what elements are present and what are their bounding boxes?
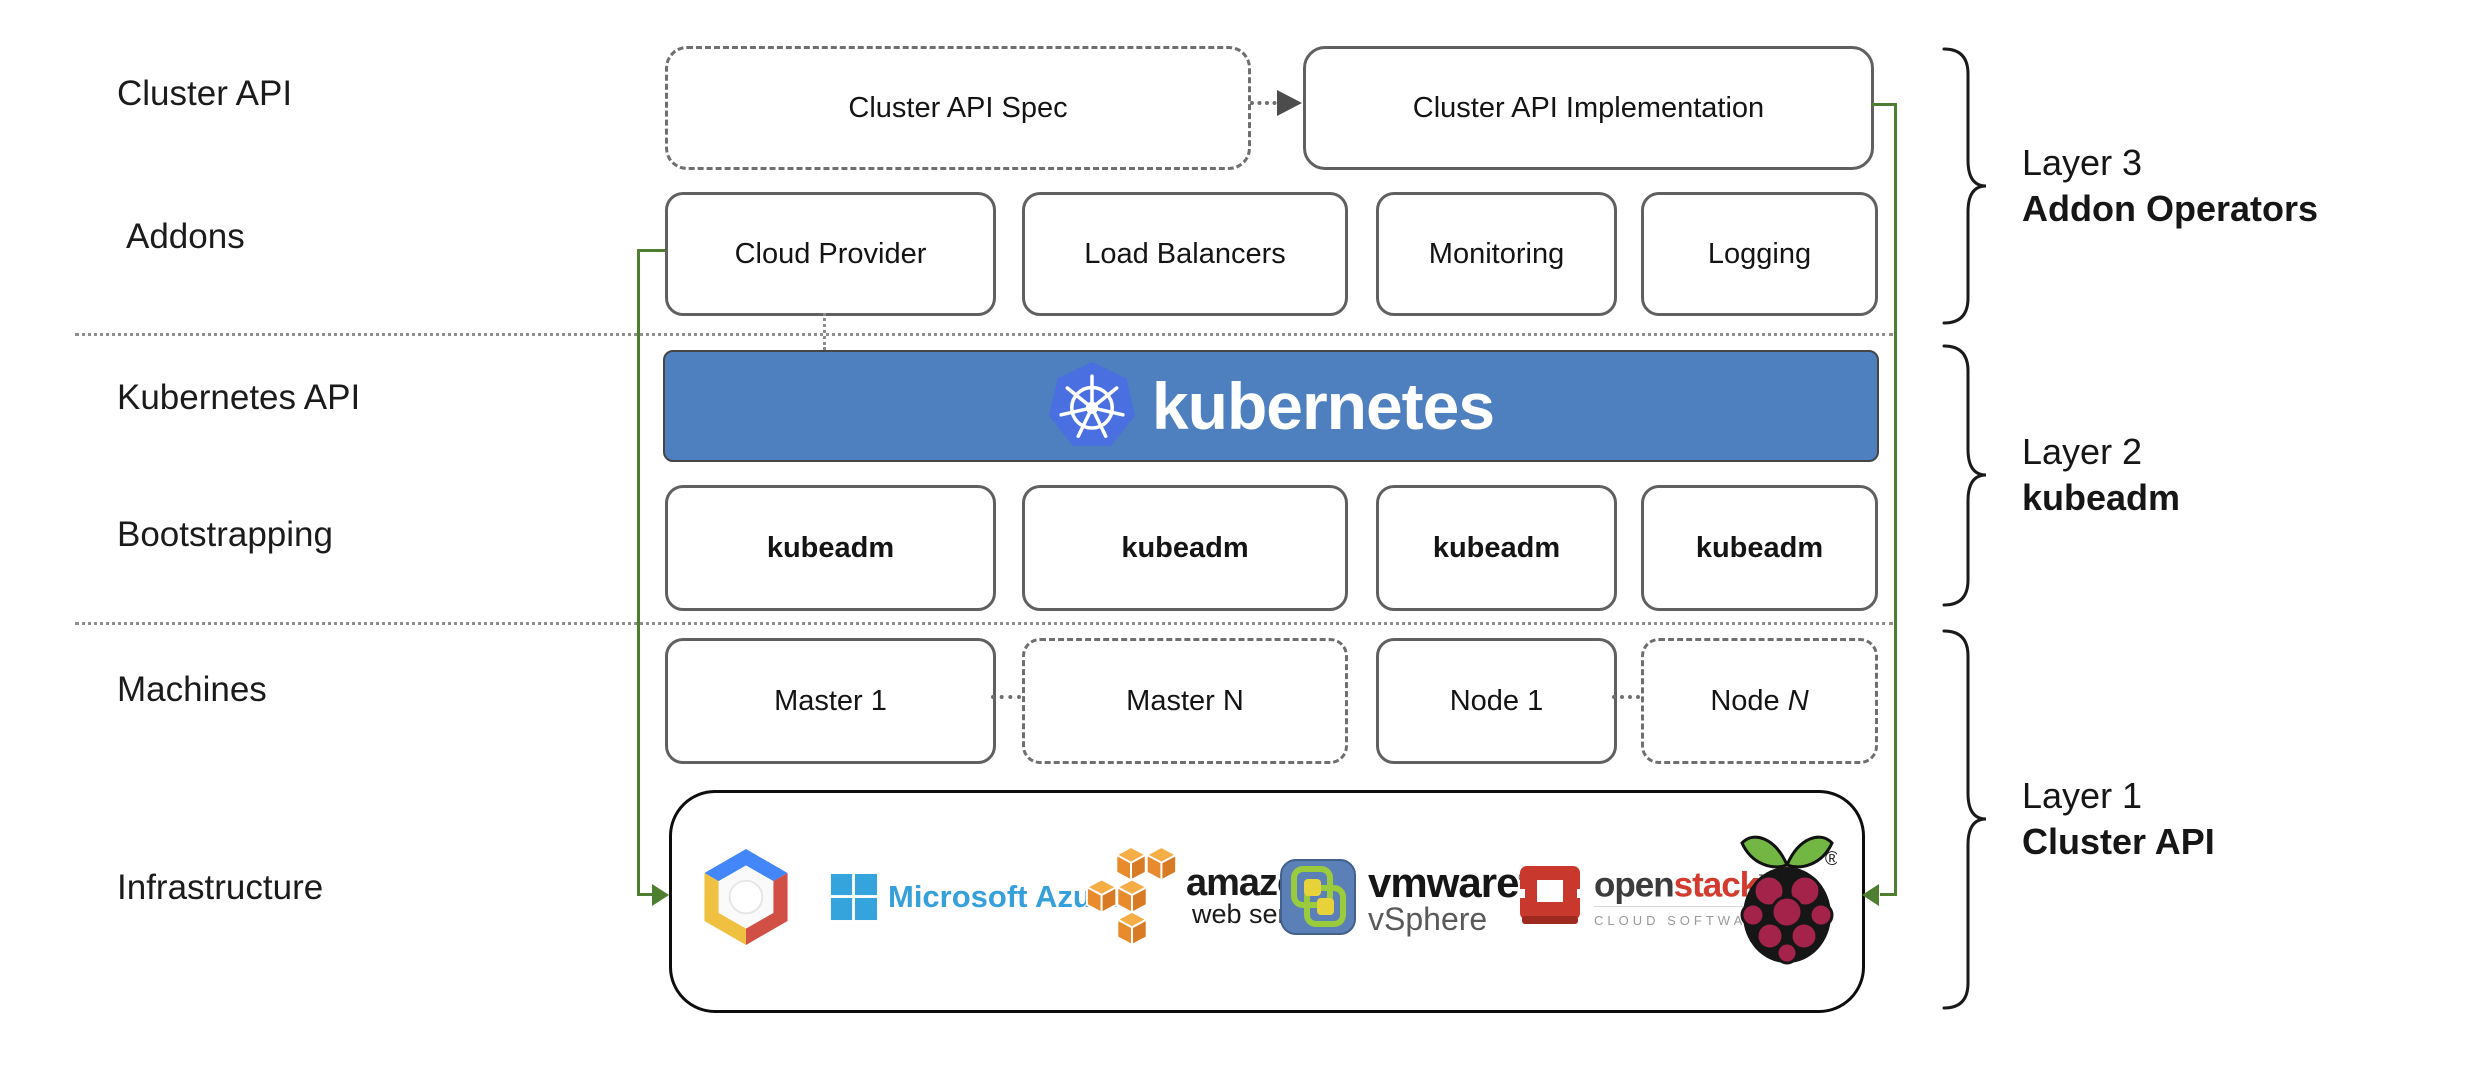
green-line-left-vertical bbox=[637, 249, 640, 895]
machine-label: Node 1 bbox=[1449, 684, 1544, 717]
cloud-provider-to-kubernetes-dotted-line bbox=[823, 313, 826, 350]
layer-1-label: Layer 1 Cluster API bbox=[2022, 773, 2215, 865]
vmware-logo: vmware® vSphere bbox=[1280, 858, 1529, 937]
openstack-logo: openstack™ CLOUD SOFTWARE bbox=[1518, 862, 1773, 932]
kubeadm-label: kubeadm bbox=[1695, 531, 1824, 564]
kubeadm-label: kubeadm bbox=[1121, 531, 1249, 564]
addon-label: Cloud Provider bbox=[734, 237, 927, 270]
kubernetes-helm-icon bbox=[1049, 362, 1135, 446]
green-arrow-into-infrastructure-left-icon bbox=[652, 884, 669, 906]
layer-2-line1: Layer 2 bbox=[2022, 431, 2143, 472]
google-cloud-icon bbox=[704, 849, 788, 945]
aws-cubes-icon bbox=[1086, 847, 1178, 947]
openstack-text: openstack™ bbox=[1594, 862, 1772, 903]
cluster-api-implementation-box: Cluster API Implementation bbox=[1303, 46, 1874, 170]
raspberry-pi-reg-mark: ® bbox=[1825, 849, 1837, 870]
openstack-stack-text: stack bbox=[1673, 865, 1760, 905]
microsoft-window-icon bbox=[830, 873, 878, 921]
green-line-implementation-out bbox=[1871, 103, 1897, 106]
row-label-cluster-api: Cluster API bbox=[117, 74, 293, 113]
kubeadm-box-2: kubeadm bbox=[1022, 485, 1348, 611]
openstack-wordmark: openstack™ CLOUD SOFTWARE bbox=[1594, 862, 1773, 932]
vmware-text: vmware® bbox=[1368, 858, 1529, 904]
vsphere-icon bbox=[1280, 859, 1356, 935]
machine-label: Master 1 bbox=[774, 684, 887, 717]
green-arrow-into-infrastructure-right-icon bbox=[1862, 884, 1879, 906]
addon-box-cloud-provider: Cloud Provider bbox=[665, 192, 996, 316]
row-label-addons: Addons bbox=[126, 217, 245, 256]
azure-wordmark: Microsoft Azure bbox=[888, 879, 1122, 914]
machine-label: Master N bbox=[1126, 684, 1244, 717]
kubeadm-box-1: kubeadm bbox=[665, 485, 996, 611]
layer-3-line1: Layer 3 bbox=[2022, 142, 2143, 183]
spec-to-impl-dotted-line bbox=[1250, 101, 1284, 105]
node-1-to-node-n-dotted-line bbox=[1612, 695, 1640, 699]
row-label-machines: Machines bbox=[117, 670, 267, 709]
raspberry-pi-logo: ® bbox=[1737, 827, 1837, 967]
gcp-logo bbox=[698, 843, 794, 951]
layer-2-brace bbox=[1942, 344, 1987, 607]
spec-to-impl-arrow-icon bbox=[1277, 90, 1302, 116]
addon-box-monitoring: Monitoring bbox=[1376, 192, 1617, 316]
vmware-wordmark: vmware® vSphere bbox=[1368, 858, 1529, 937]
openstack-open-text: open bbox=[1594, 865, 1675, 905]
addon-label: Logging bbox=[1707, 237, 1812, 270]
green-line-cloud-provider-out bbox=[637, 249, 665, 252]
cluster-api-spec-box: Cluster API Spec bbox=[665, 46, 1251, 170]
machine-label-suffix: N bbox=[1787, 684, 1809, 717]
layer-3-label: Layer 3 Addon Operators bbox=[2022, 140, 2318, 232]
machine-box-master-1: Master 1 bbox=[665, 638, 996, 764]
separator-addons-kubernetes bbox=[75, 333, 1893, 336]
machine-box-node-1: Node 1 bbox=[1376, 638, 1617, 764]
addon-box-logging: Logging bbox=[1641, 192, 1878, 316]
azure-logo: Microsoft Azure bbox=[830, 873, 1121, 921]
vsphere-text: vSphere bbox=[1368, 901, 1488, 937]
separator-bootstrapping-machines bbox=[75, 622, 1893, 625]
green-line-right-bottom bbox=[1880, 893, 1897, 896]
master-1-to-master-n-dotted-line bbox=[991, 695, 1021, 699]
addon-label: Load Balancers bbox=[1084, 237, 1286, 270]
vmware-word: vmware bbox=[1368, 859, 1519, 906]
cluster-api-implementation-label: Cluster API Implementation bbox=[1412, 91, 1765, 124]
cluster-api-spec-label: Cluster API Spec bbox=[848, 91, 1068, 124]
kubernetes-banner: kubernetes bbox=[663, 350, 1879, 462]
layer-3-brace bbox=[1942, 47, 1987, 325]
row-label-kubernetes-api: Kubernetes API bbox=[117, 378, 361, 417]
layer-2-line2: kubeadm bbox=[2022, 477, 2181, 518]
raspberry-pi-icon: ® bbox=[1740, 835, 1837, 965]
machine-box-node-n: Node N bbox=[1641, 638, 1878, 764]
kubeadm-box-3: kubeadm bbox=[1376, 485, 1617, 611]
layer-1-line2: Cluster API bbox=[2022, 821, 2215, 862]
openstack-subtitle: CLOUD SOFTWARE bbox=[1594, 905, 1773, 932]
layer-2-label: Layer 2 kubeadm bbox=[2022, 429, 2180, 521]
row-label-bootstrapping: Bootstrapping bbox=[117, 515, 333, 554]
green-line-left-bottom bbox=[637, 893, 653, 896]
addon-box-load-balancers: Load Balancers bbox=[1022, 192, 1348, 316]
openstack-icon bbox=[1518, 866, 1584, 924]
row-label-infrastructure: Infrastructure bbox=[117, 868, 324, 907]
addon-label: Monitoring bbox=[1428, 237, 1565, 270]
kubeadm-label: kubeadm bbox=[1432, 531, 1561, 564]
green-line-right-vertical bbox=[1894, 103, 1897, 895]
machine-box-master-n: Master N bbox=[1022, 638, 1348, 764]
layer-3-line2: Addon Operators bbox=[2022, 188, 2319, 229]
kubeadm-box-4: kubeadm bbox=[1641, 485, 1878, 611]
kubeadm-label: kubeadm bbox=[766, 531, 895, 564]
layer-1-brace bbox=[1942, 629, 1987, 1010]
machine-label: Node bbox=[1710, 684, 1788, 717]
kubernetes-wordmark: kubernetes bbox=[1151, 369, 1495, 443]
layer-1-line1: Layer 1 bbox=[2022, 775, 2143, 816]
